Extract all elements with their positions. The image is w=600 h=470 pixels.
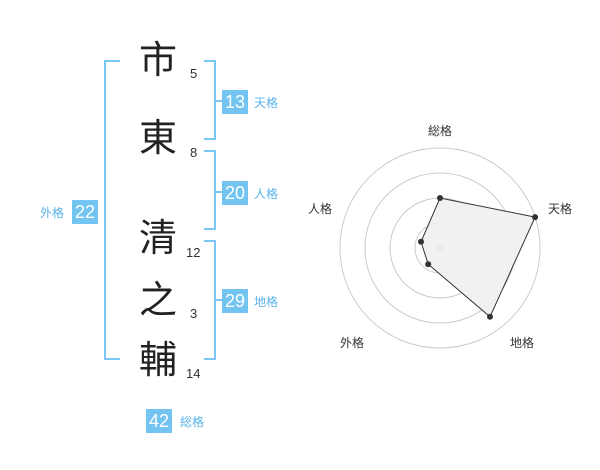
radar-axis-label-tenkaku: 天格 xyxy=(548,202,573,216)
name-char-2: 東 xyxy=(138,116,177,160)
gaikaku-bracket-top xyxy=(104,60,120,300)
radar-series-area xyxy=(420,197,536,318)
tenkaku-label: 天格 xyxy=(254,96,279,110)
stroke-count-1: 5 xyxy=(190,66,198,81)
tenkaku-bracket xyxy=(204,60,216,140)
chikaku-tick xyxy=(216,299,222,301)
name-char-4: 之 xyxy=(138,278,177,322)
jinkaku-label: 人格 xyxy=(254,187,279,201)
soukaku-score: 42 xyxy=(146,409,173,433)
radar-ring-4 xyxy=(339,147,541,349)
stroke-count-5: 14 xyxy=(186,366,201,381)
name-char-3: 清 xyxy=(138,216,177,260)
jinkaku-tick xyxy=(216,191,222,193)
radar-axis-label-gaikaku: 外格 xyxy=(340,336,365,350)
radar-axis-label-jinkaku: 人格 xyxy=(308,202,333,216)
radar-axis-label-chikaku: 地格 xyxy=(510,336,535,350)
name-char-1: 市 xyxy=(138,38,177,82)
tenkaku-tick xyxy=(216,100,222,102)
gaikaku-score: 22 xyxy=(72,200,99,224)
radar-axis-label-soukaku: 総格 xyxy=(428,124,453,138)
radar-chart xyxy=(339,147,541,349)
gaikaku-bracket-bottom xyxy=(104,298,120,360)
chikaku-label: 地格 xyxy=(254,295,279,309)
chikaku-bracket xyxy=(204,240,216,360)
radar-point-4 xyxy=(425,261,432,268)
stroke-count-4: 3 xyxy=(190,306,198,321)
radar-point-5 xyxy=(418,238,424,245)
soukaku-label: 総格 xyxy=(180,415,205,429)
jinkaku-score: 20 xyxy=(222,181,249,205)
radar-point-1 xyxy=(437,195,443,201)
stroke-count-2: 8 xyxy=(190,145,198,160)
jinkaku-bracket xyxy=(204,150,216,230)
gaikaku-label: 外格 xyxy=(40,206,65,220)
name-char-5: 輔 xyxy=(138,338,177,382)
radar-point-2 xyxy=(532,214,539,221)
stroke-count-3: 12 xyxy=(186,245,201,260)
radar-point-3 xyxy=(487,313,493,320)
chikaku-score: 29 xyxy=(222,289,249,313)
tenkaku-score: 13 xyxy=(222,90,249,114)
